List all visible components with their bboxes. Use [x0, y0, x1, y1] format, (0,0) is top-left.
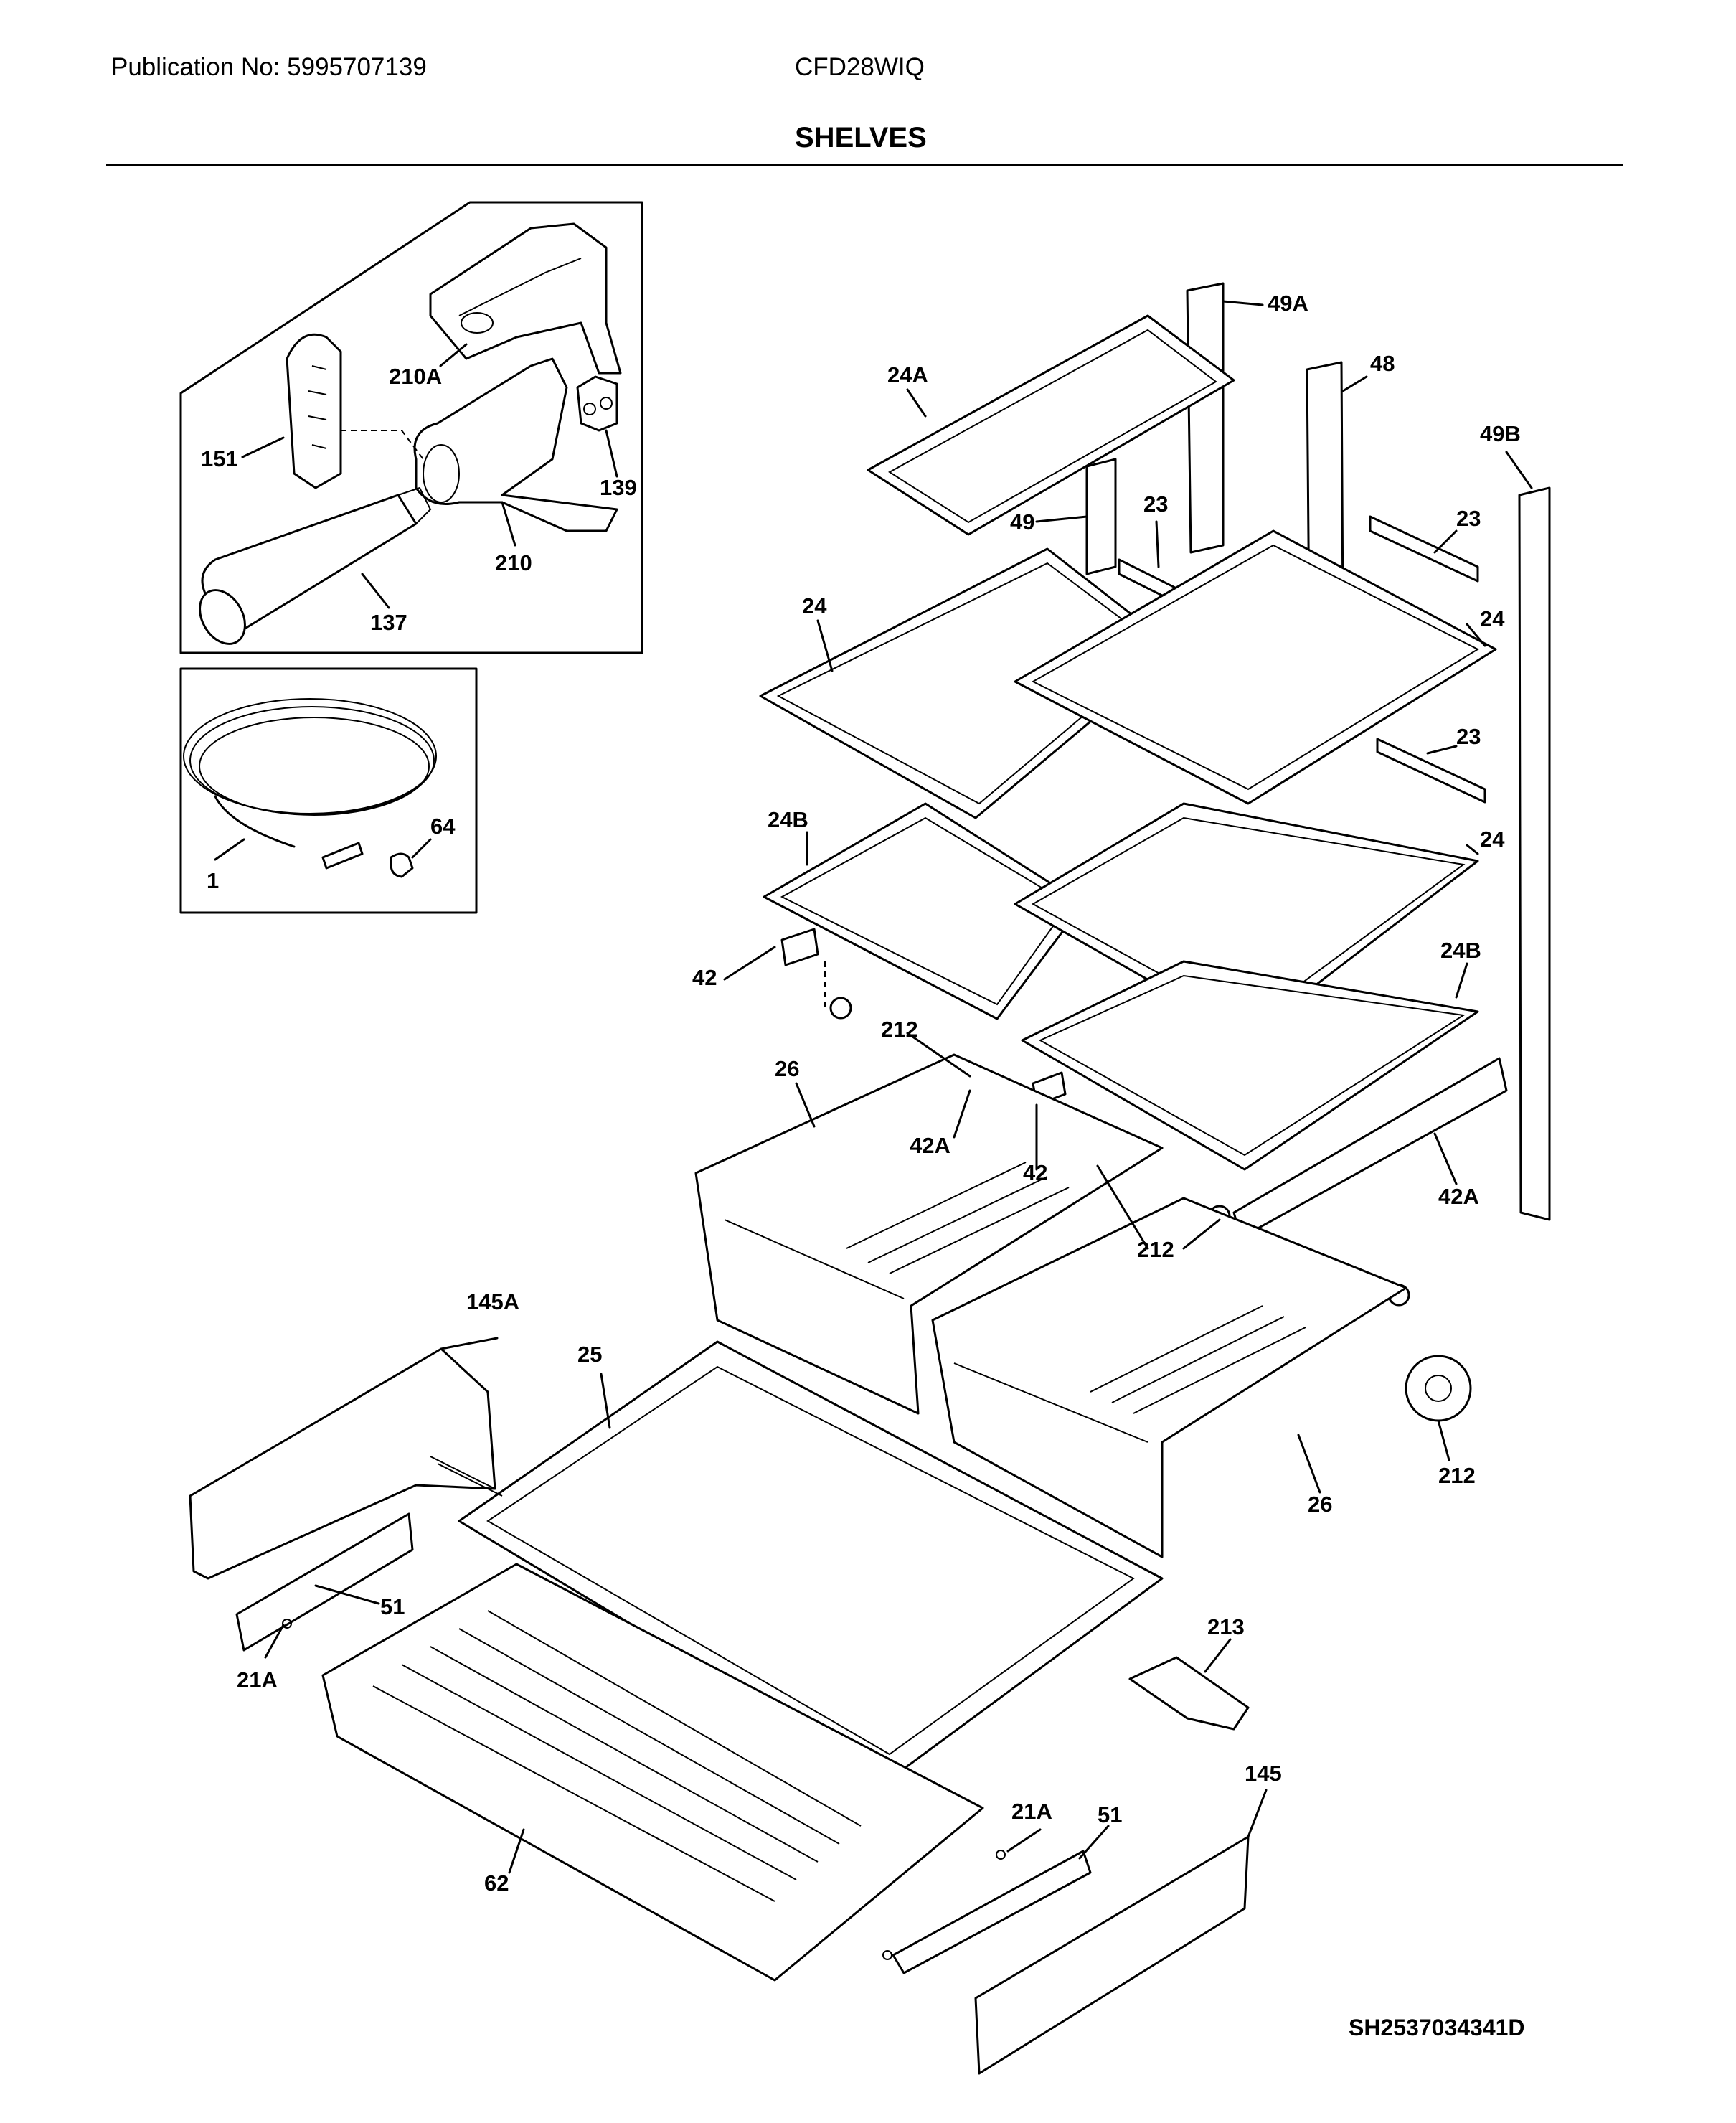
model-number: CFD28WIQ — [795, 53, 925, 81]
shelf-24B-right — [1021, 960, 1479, 1171]
callout-210A: 210A — [389, 364, 442, 389]
tube-inset — [179, 667, 478, 914]
publication-number: Publication No: 5995707139 — [111, 53, 427, 81]
callout-51-right: 51 — [1098, 1802, 1122, 1827]
callout-212-detail: 212 — [1438, 1463, 1476, 1488]
rail-49 — [1085, 458, 1117, 575]
callout-24-right-top: 24 — [1480, 606, 1505, 631]
header-divider — [106, 164, 1623, 166]
filter-door — [286, 333, 342, 489]
callout-139: 139 — [600, 475, 637, 500]
bracket-213 — [1128, 1656, 1250, 1731]
pantry-pan-62 — [321, 1563, 984, 1982]
slide-51-left — [235, 1512, 414, 1652]
callout-26-right: 26 — [1308, 1492, 1332, 1517]
callout-49: 49 — [1010, 509, 1034, 535]
crisper-drawers — [694, 1053, 1407, 1558]
callout-62: 62 — [484, 1870, 509, 1896]
callout-145: 145 — [1245, 1761, 1282, 1786]
screw-21A-right — [996, 1850, 1006, 1860]
diagram-id: SH2537034341D — [1349, 2015, 1525, 2040]
right-hardware — [882, 1656, 1250, 2075]
glass-shelves — [759, 314, 1508, 1239]
tube-insert — [321, 842, 364, 870]
callout-48: 48 — [1370, 351, 1395, 376]
callout-42-left: 42 — [692, 965, 717, 990]
pantry-assembly — [321, 1340, 1164, 1982]
callout-24B-left: 24B — [768, 807, 808, 832]
rail-49B — [1518, 486, 1551, 1221]
cover-145A — [189, 1347, 496, 1580]
shelf-support-23 — [1369, 515, 1479, 583]
page-title: SHELVES — [795, 122, 927, 154]
callout-23-lower: 23 — [1456, 724, 1481, 749]
filter-inset — [179, 201, 643, 654]
callout-213: 213 — [1207, 1614, 1245, 1639]
rail-49A — [1186, 282, 1225, 554]
slide-51-right — [892, 1850, 1092, 1974]
crisper-26-right — [931, 1197, 1407, 1558]
shelf-24A — [867, 314, 1235, 536]
cover-145 — [974, 1835, 1250, 2075]
callout-1: 1 — [207, 868, 219, 893]
left-hardware — [189, 1347, 503, 1652]
bracket-42 — [780, 928, 819, 966]
callout-212-center: 212 — [1137, 1237, 1174, 1262]
callout-24A: 24A — [887, 362, 928, 387]
screw-21A-left — [282, 1619, 292, 1629]
valve-fitting — [576, 375, 618, 432]
callout-labels: 210A 151 139 210 137 1 64 49A 48 24A 49B… — [201, 291, 1521, 1896]
callout-49B: 49B — [1480, 421, 1521, 446]
callout-26-left: 26 — [775, 1056, 799, 1081]
shelf-rails — [1085, 282, 1551, 1221]
shelf-24-right-top — [1014, 529, 1497, 805]
roller-detail — [1405, 1355, 1472, 1422]
callout-212-upper: 212 — [881, 1017, 918, 1042]
callout-24-left: 24 — [802, 593, 827, 618]
callout-145A: 145A — [466, 1289, 519, 1314]
callout-210: 210 — [495, 550, 532, 575]
callout-51-left: 51 — [380, 1594, 405, 1619]
callout-21A-left: 21A — [237, 1667, 278, 1693]
filter-housing — [413, 357, 618, 532]
callout-42A-left: 42A — [910, 1133, 950, 1158]
callout-24-right-mid: 24 — [1480, 827, 1505, 852]
callout-42A-right: 42A — [1438, 1184, 1479, 1209]
tube-clip — [390, 852, 414, 878]
callout-137: 137 — [370, 610, 407, 635]
callout-21A-right: 21A — [1011, 1799, 1052, 1824]
callout-25: 25 — [577, 1342, 602, 1367]
callout-23-top: 23 — [1143, 491, 1168, 517]
callout-24B-right: 24B — [1440, 938, 1481, 963]
callout-64: 64 — [430, 814, 456, 839]
callout-49A: 49A — [1268, 291, 1308, 316]
callout-42-center: 42 — [1023, 1160, 1047, 1185]
leader-lines — [264, 300, 1533, 1874]
callout-23-right: 23 — [1456, 506, 1481, 531]
callout-151: 151 — [201, 446, 238, 471]
